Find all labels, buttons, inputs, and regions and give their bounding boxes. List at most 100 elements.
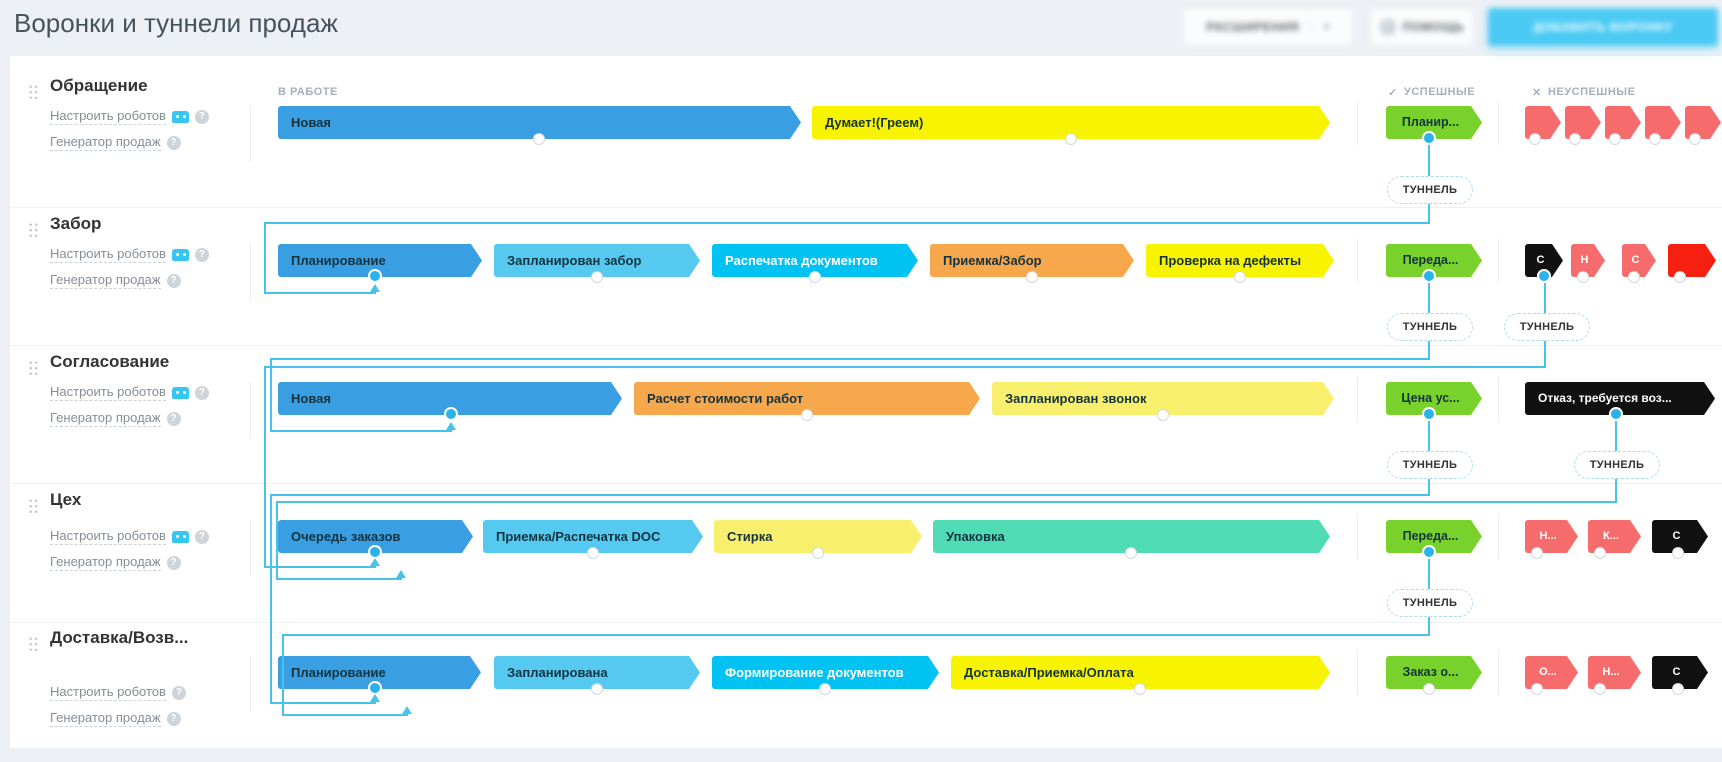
stage-handle[interactable] <box>1649 133 1661 145</box>
configure-robots-link[interactable]: Настроить роботов ? <box>50 384 209 401</box>
tunnel-dot[interactable] <box>1609 407 1623 421</box>
stage-handle[interactable] <box>1234 271 1246 283</box>
tunnel-dot[interactable] <box>1422 545 1436 559</box>
tunnel-line <box>282 634 284 714</box>
stage-handle[interactable] <box>1577 271 1589 283</box>
sales-generator-link[interactable]: Генератор продаж ? <box>50 272 181 289</box>
help-icon[interactable]: ? <box>166 555 181 570</box>
configure-robots-label: Настроить роботов <box>50 684 166 701</box>
drag-handle-icon[interactable] <box>28 636 39 654</box>
stage-handle[interactable] <box>1423 683 1435 695</box>
tunnel-line <box>1428 202 1430 222</box>
configure-robots-label: Настроить роботов <box>50 528 166 545</box>
stage-handle[interactable] <box>1609 133 1621 145</box>
drag-handle-icon[interactable] <box>28 222 39 240</box>
success-stage[interactable]: Заказ о... <box>1386 656 1482 689</box>
success-stage[interactable]: Планир... <box>1386 106 1482 139</box>
stage-handle[interactable] <box>587 547 599 559</box>
drag-handle-icon[interactable] <box>28 360 39 378</box>
tunnel-line <box>270 702 376 704</box>
stage-handle[interactable] <box>801 409 813 421</box>
page-title: Воронки и туннели продаж <box>14 8 338 38</box>
stage-handle[interactable] <box>1026 271 1038 283</box>
fail-stage[interactable]: О... <box>1525 656 1578 689</box>
funnel-title[interactable]: Доставка/Возв... <box>50 628 189 647</box>
sales-generator-link[interactable]: Генератор продаж ? <box>50 134 181 151</box>
tunnel-dot[interactable] <box>368 681 382 695</box>
drag-handle-icon[interactable] <box>28 84 39 102</box>
sales-generator-link[interactable]: Генератор продаж ? <box>50 410 181 427</box>
help-icon[interactable]: ? <box>166 711 181 726</box>
robot-icon <box>171 386 189 399</box>
stage-handle[interactable] <box>1594 547 1606 559</box>
tunnel-line <box>264 222 266 292</box>
tunnel-arrow-icon <box>370 558 380 566</box>
column-divider <box>250 244 251 300</box>
tunnel-line <box>264 366 1546 368</box>
stage-handle[interactable] <box>1531 683 1543 695</box>
stage-handle[interactable] <box>591 683 603 695</box>
tunnel-line <box>1428 477 1430 494</box>
tunnel-dot[interactable] <box>368 269 382 283</box>
tunnel-arrow-icon <box>370 694 380 702</box>
stage-handle[interactable] <box>1672 683 1684 695</box>
funnel-title[interactable]: Обращение <box>50 76 148 95</box>
tunnel-dot[interactable] <box>1537 269 1551 283</box>
stage-handle[interactable] <box>1594 683 1606 695</box>
help-icon[interactable]: ? <box>166 273 181 288</box>
stage-handle[interactable] <box>1674 271 1686 283</box>
funnel-title[interactable]: Согласование <box>50 352 170 371</box>
help-icon[interactable]: ? <box>194 247 209 262</box>
tunnel-line <box>270 494 272 702</box>
help-icon[interactable]: ? <box>194 529 209 544</box>
tunnel-badge[interactable]: ТУННЕЛЬ <box>1387 176 1473 204</box>
stage-handle[interactable] <box>1628 271 1640 283</box>
configure-robots-link[interactable]: Настроить роботов ? <box>50 528 209 545</box>
help-icon[interactable]: ? <box>194 385 209 400</box>
help-icon[interactable]: ? <box>194 109 209 124</box>
stage[interactable]: Запланирована <box>494 656 700 689</box>
robot-icon <box>171 248 189 261</box>
stage-handle[interactable] <box>1529 133 1541 145</box>
tunnel-dot[interactable] <box>368 545 382 559</box>
tunnel-dot[interactable] <box>1422 269 1436 283</box>
help-button[interactable]: ? Помощь <box>1370 8 1474 46</box>
column-divider <box>250 520 251 576</box>
stage-handle[interactable] <box>1157 409 1169 421</box>
help-icon[interactable]: ? <box>166 135 181 150</box>
stage-handle[interactable] <box>1689 133 1701 145</box>
configure-robots-link[interactable]: Настроить роботов ? <box>50 108 209 125</box>
stage-handle[interactable] <box>1531 547 1543 559</box>
funnel-title[interactable]: Цех <box>50 490 82 509</box>
stage-handle[interactable] <box>591 271 603 283</box>
stage-handle[interactable] <box>812 547 824 559</box>
sales-generator-link[interactable]: Генератор продаж ? <box>50 710 181 727</box>
help-icon[interactable]: ? <box>171 685 186 700</box>
stage-handle[interactable] <box>1125 547 1137 559</box>
tunnel-dot[interactable] <box>1422 407 1436 421</box>
stage-handle[interactable] <box>1065 133 1077 145</box>
extensions-dropdown-button[interactable]: Расширения ▾ <box>1183 8 1353 46</box>
stage-handle[interactable] <box>533 133 545 145</box>
tunnel-badge[interactable]: ТУННЕЛЬ <box>1387 589 1473 617</box>
stage-handle[interactable] <box>819 683 831 695</box>
tunnel-badge[interactable]: ТУННЕЛЬ <box>1387 313 1473 341</box>
funnel-title[interactable]: Забор <box>50 214 102 233</box>
stage-handle[interactable] <box>1134 683 1146 695</box>
configure-robots-link[interactable]: Настроить роботов ? <box>50 684 186 701</box>
help-label: Помощь <box>1402 20 1465 34</box>
tunnel-dot[interactable] <box>1422 131 1436 145</box>
tunnel-badge[interactable]: ТУННЕЛЬ <box>1574 451 1660 479</box>
drag-handle-icon[interactable] <box>28 498 39 516</box>
stage-handle[interactable] <box>1569 133 1581 145</box>
stage[interactable]: Запланирован забор <box>494 244 700 277</box>
tunnel-dot[interactable] <box>444 407 458 421</box>
tunnel-badge[interactable]: ТУННЕЛЬ <box>1504 313 1590 341</box>
sales-generator-link[interactable]: Генератор продаж ? <box>50 554 181 571</box>
tunnel-badge[interactable]: ТУННЕЛЬ <box>1387 451 1473 479</box>
help-icon[interactable]: ? <box>166 411 181 426</box>
configure-robots-link[interactable]: Настроить роботов ? <box>50 246 209 263</box>
stage-handle[interactable] <box>809 271 821 283</box>
add-funnel-button[interactable]: Добавить воронку <box>1488 8 1718 46</box>
stage-handle[interactable] <box>1672 547 1684 559</box>
